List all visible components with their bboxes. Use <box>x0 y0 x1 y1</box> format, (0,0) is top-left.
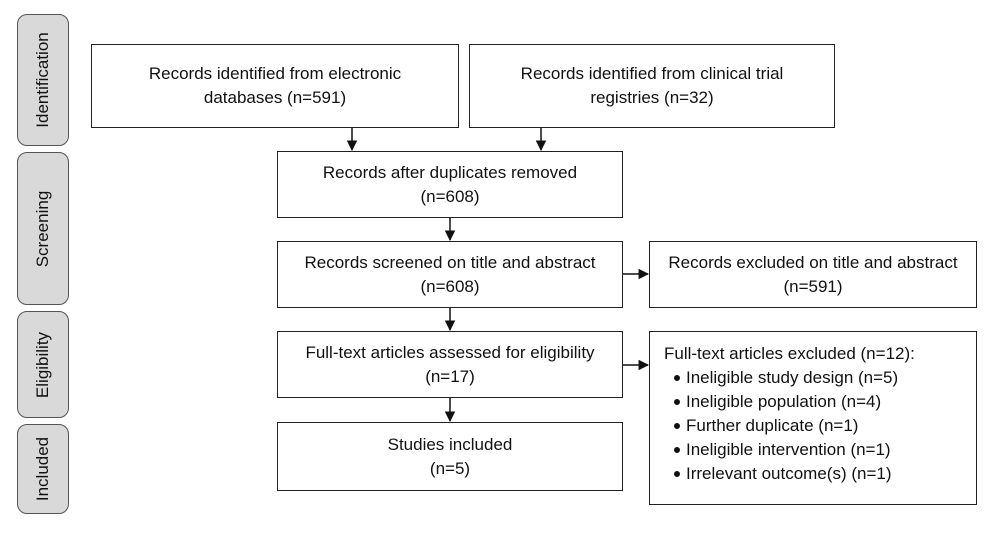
box-fulltext-line2: (n=17) <box>425 366 475 386</box>
box-excluded-title-abstract: Records excluded on title and abstract (… <box>649 241 977 308</box>
box-duplicates-removed: Records after duplicates removed (n=608) <box>277 151 623 218</box>
box-included-line2: (n=5) <box>429 458 471 478</box>
box-excluded-ta-line2: (n=591) <box>783 276 843 296</box>
box-duplicates-line1: Records after duplicates removed <box>322 162 578 182</box>
box-registries-line2: registries (n=32) <box>590 88 714 107</box>
phase-eligibility: Eligibility <box>17 311 69 418</box>
box-fulltext-excluded: Full-text articles excluded (n=12): Inel… <box>649 331 977 505</box>
phase-identification: Identification <box>17 14 69 146</box>
exclusion-reason: Ineligible population (n=4) <box>674 390 898 414</box>
box-screened: Records screened on title and abstract (… <box>277 241 623 308</box>
box-studies-included: Studies included (n=5) <box>277 422 623 491</box>
box-screened-line1: Records screened on title and abstract <box>304 252 596 272</box>
box-databases-line1: Records identified from electronic <box>148 64 402 83</box>
phase-included: Included <box>17 424 69 514</box>
box-fulltext-assessed: Full-text articles assessed for eligibil… <box>277 331 623 398</box>
exclusion-reason: Ineligible study design (n=5) <box>674 366 898 390</box>
box-databases-line2: databases (n=591) <box>203 88 347 107</box>
box-registries: Records identified from clinical trial r… <box>469 44 835 128</box>
box-registries-line1: Records identified from clinical trial <box>520 64 784 83</box>
box-fulltext-line1: Full-text articles assessed for eligibil… <box>305 342 595 362</box>
phase-screening: Screening <box>17 152 69 305</box>
box-duplicates-line2: (n=608) <box>420 186 480 206</box>
box-screened-line2: (n=608) <box>420 276 480 296</box>
box-excluded-ta-line1: Records excluded on title and abstract <box>668 252 958 272</box>
exclusion-reasons-list: Ineligible study design (n=5) Ineligible… <box>664 366 898 486</box>
exclusion-reason: Further duplicate (n=1) <box>674 414 898 438</box>
exclusion-reason: Irrelevant outcome(s) (n=1) <box>674 462 898 486</box>
fulltext-excluded-title: Full-text articles excluded (n=12): <box>664 344 915 363</box>
box-databases: Records identified from electronic datab… <box>91 44 459 128</box>
exclusion-reason: Ineligible intervention (n=1) <box>674 438 898 462</box>
box-included-line1: Studies included <box>387 434 513 454</box>
